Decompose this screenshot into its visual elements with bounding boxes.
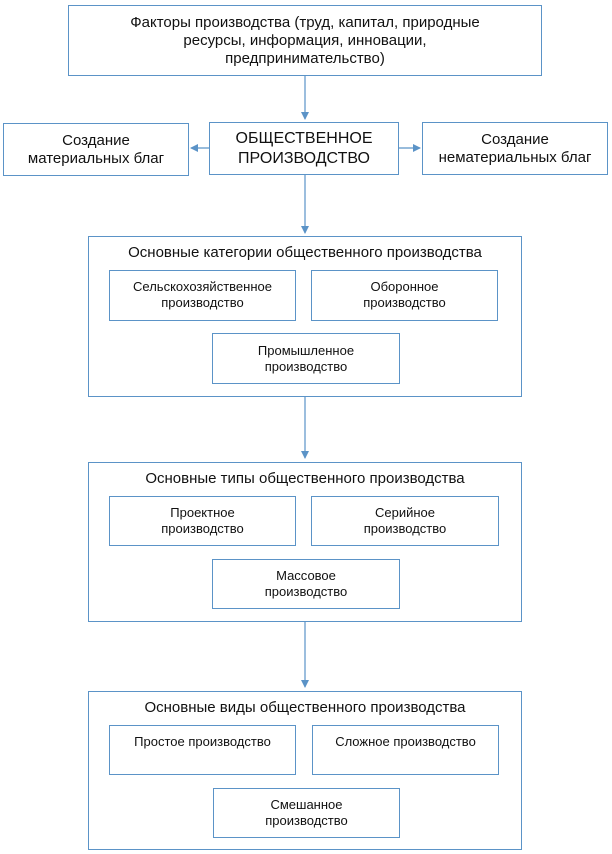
factors-label: Факторы производства (труд, капитал, при… [130, 13, 480, 67]
kind-item-complex: Сложное производство [312, 725, 499, 775]
kind-item-simple: Простое производство [109, 725, 296, 775]
material-goods-box: Создание материальных благ [3, 123, 189, 176]
type-item-label: Массовое производство [264, 568, 348, 599]
social-production-box: ОБЩЕСТВЕННОЕ ПРОИЗВОДСТВО [209, 122, 399, 175]
kinds-section: Основные виды общественного производства… [88, 691, 522, 850]
types-title: Основные типы общественного производства [145, 470, 465, 487]
kind-item-label: Простое производство [134, 734, 271, 749]
nonmaterial-goods-box: Создание нематериальных благ [422, 122, 608, 175]
categories-title: Основные категории общественного произво… [128, 244, 482, 261]
type-item-label: Серийное производство [363, 505, 447, 536]
kind-item-label: Смешанное производство [265, 797, 348, 828]
kind-item-label: Сложное производство [335, 734, 476, 749]
category-item-industrial: Промышленное производство [212, 333, 400, 384]
category-item-label: Оборонное производство [363, 279, 446, 310]
type-item-label: Проектное производство [161, 505, 244, 536]
categories-section: Основные категории общественного произво… [88, 236, 522, 397]
category-item-label: Промышленное производство [257, 342, 355, 374]
material-goods-label: Создание материальных благ [27, 131, 165, 167]
types-section: Основные типы общественного производства… [88, 462, 522, 622]
type-item-serial: Серийное производство [311, 496, 499, 546]
social-production-label: ОБЩЕСТВЕННОЕ ПРОИЗВОДСТВО [235, 130, 373, 167]
factors-box: Факторы производства (труд, капитал, при… [68, 5, 542, 76]
kind-item-mixed: Смешанное производство [213, 788, 400, 838]
kinds-title: Основные виды общественного производства [144, 699, 466, 716]
category-item-defense: Оборонное производство [311, 270, 498, 321]
nonmaterial-goods-label: Создание нематериальных благ [438, 130, 592, 166]
type-item-project: Проектное производство [109, 496, 296, 546]
type-item-mass: Массовое производство [212, 559, 400, 609]
category-item-label: Сельскохозяйственное производство [133, 279, 272, 310]
category-item-agricultural: Сельскохозяйственное производство [109, 270, 296, 321]
